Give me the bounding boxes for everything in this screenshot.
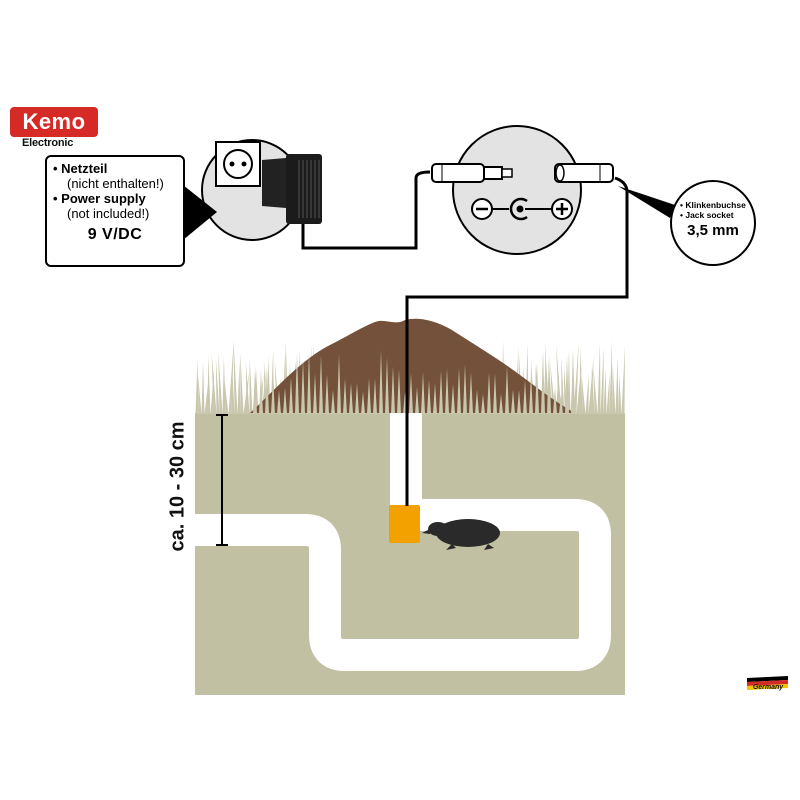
depth-label: ca. 10 - 30 cm xyxy=(166,421,189,552)
jack-line-1: • Klinkenbuchse xyxy=(680,200,746,210)
logo-subtitle: Electronic xyxy=(22,137,74,149)
jack-size: 3,5 mm xyxy=(687,222,739,239)
jack-plug xyxy=(554,163,614,183)
panel-circle xyxy=(452,125,582,255)
jack-socket-label: • Klinkenbuchse • Jack socket 3,5 mm xyxy=(670,180,756,266)
callout-arrow-right xyxy=(618,186,675,218)
jack-line-1-text: Klinkenbuchse xyxy=(685,200,746,210)
adapter-cable xyxy=(301,170,431,250)
ps-item-1: • Netzteil xyxy=(53,161,108,176)
wall-socket xyxy=(215,141,261,187)
ps-item-1-title: Netzteil xyxy=(61,161,108,176)
mole-tunnel xyxy=(195,499,611,671)
molehill-grass xyxy=(253,349,575,414)
device-cable xyxy=(405,176,629,506)
jack-line-2-text: Jack socket xyxy=(685,210,734,220)
ps-item-2-sub: (not included!) xyxy=(67,206,150,221)
callout-arrow-left xyxy=(183,185,217,240)
ps-item-2: • Power supply xyxy=(53,191,146,206)
dc-plug xyxy=(431,163,513,183)
tunnel-entry xyxy=(195,514,225,546)
power-adapter xyxy=(262,154,322,224)
repeller-device xyxy=(389,505,420,543)
mole-figure xyxy=(422,519,500,550)
germany-label: Germany xyxy=(752,684,784,691)
ps-item-2-title: Power supply xyxy=(61,191,146,206)
kemo-logo: Kemo xyxy=(10,107,98,137)
logo-brand: Kemo xyxy=(22,109,86,134)
power-supply-box: • Netzteil (nicht enthalten!) • Power su… xyxy=(45,155,185,267)
jack-line-2: • Jack socket xyxy=(680,210,734,220)
depth-marker xyxy=(216,414,228,546)
polarity-symbol xyxy=(471,197,573,221)
molehill xyxy=(250,318,575,413)
germany-flag xyxy=(747,676,788,690)
ps-item-1-sub: (nicht enthalten!) xyxy=(67,176,164,191)
voltage-label: 9 V/DC xyxy=(87,226,143,243)
